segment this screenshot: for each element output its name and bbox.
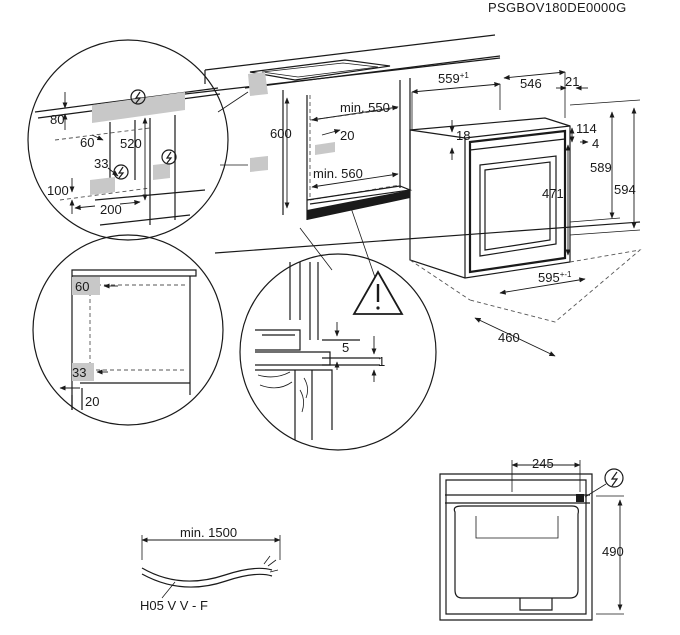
power-cable: min. 1500 H05 V V - F: [140, 525, 281, 613]
dim-460: 460: [498, 330, 520, 345]
dim-18: 18: [456, 128, 470, 143]
dim-60-detail: 60: [75, 279, 89, 294]
dim-20-top: 20: [340, 128, 354, 143]
dim-546: 546: [520, 76, 542, 91]
detail-circle-mounting: 5 1: [239, 204, 437, 451]
dim-100: 100: [47, 183, 69, 198]
spacer-60: [72, 277, 100, 295]
rear-view: 245 490: [439, 456, 624, 621]
electric-connection-icon: [161, 149, 177, 165]
dim-200: 200: [100, 202, 122, 217]
detail-circle-electrical: 80 60 520 33 100 200: [27, 39, 229, 241]
warning-triangle-icon: [352, 270, 404, 315]
dim-559: 559+1: [438, 71, 469, 86]
dim-114: 114: [576, 121, 597, 136]
cable-type: H05 V V - F: [140, 598, 208, 613]
dim-80: 80: [50, 112, 64, 127]
electric-connection-icon: [604, 468, 624, 488]
cabinet-perspective: 600 min. 550 20 min. 560: [149, 34, 641, 254]
dim-595: 595+-1: [538, 270, 572, 285]
dim-min-550: min. 550: [340, 100, 390, 115]
dim-1: 1: [378, 354, 385, 369]
dim-245: 245: [532, 456, 554, 471]
electric-connection-icon: [113, 164, 129, 180]
spacer-33: [72, 363, 94, 381]
dim-5: 5: [342, 340, 349, 355]
dim-min-560: min. 560: [313, 166, 363, 181]
cable-length: min. 1500: [180, 525, 237, 540]
dim-600: 600: [270, 126, 292, 141]
dim-594: 594: [614, 182, 636, 197]
dim-4: 4: [592, 136, 599, 151]
dim-33-detail: 33: [72, 365, 86, 380]
dim-471: 471: [542, 186, 564, 201]
dim-21: 21: [565, 74, 579, 89]
detail-circle-side-view: 60 33 20: [32, 234, 224, 426]
dim-20-detail: 20: [85, 394, 99, 409]
dim-589: 589: [590, 160, 612, 175]
oven-perspective: 559+1 546 21 18 114 4 471 589 594 595+-1…: [409, 70, 642, 357]
dim-520: 520: [120, 136, 142, 151]
model-code: PSGBOV180DE0000G: [488, 0, 627, 15]
electric-connection-icon: [130, 89, 146, 105]
dim-60-circle: 60: [80, 135, 94, 150]
dim-33-circle: 33: [94, 156, 108, 171]
dim-490: 490: [602, 544, 624, 559]
